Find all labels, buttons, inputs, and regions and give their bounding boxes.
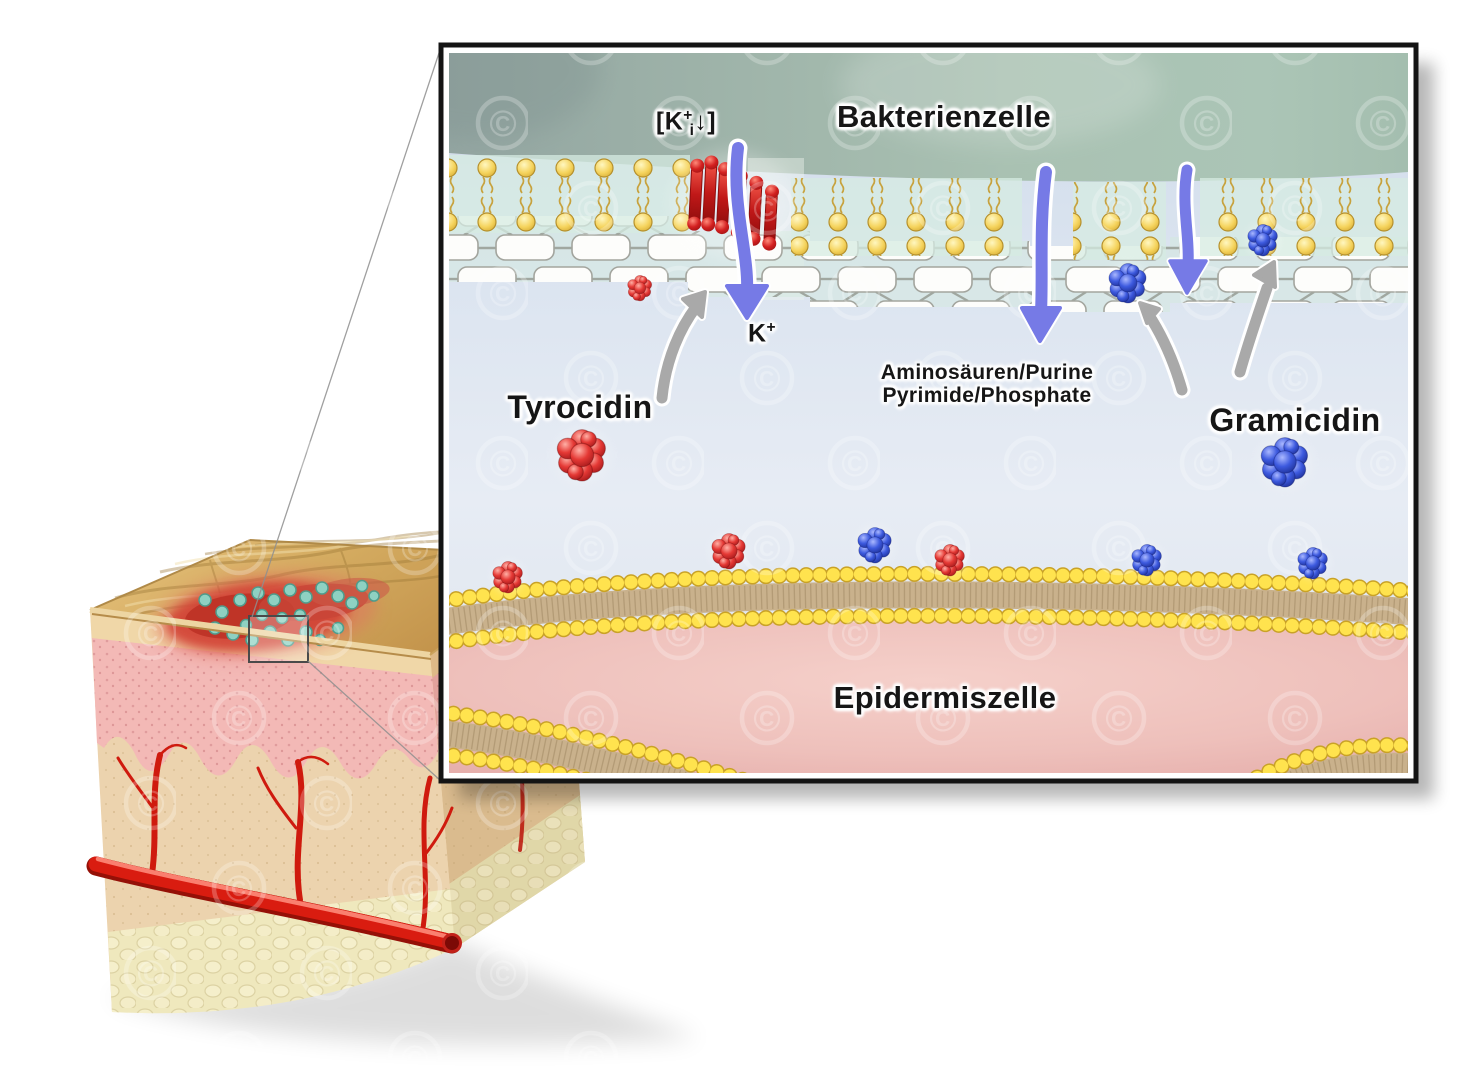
potassium-ion-label: K+	[748, 319, 776, 348]
tyrocidin-label: Tyrocidin	[507, 389, 653, 425]
gramicidin-insertion-arrow-right	[1231, 258, 1279, 381]
inset-overlays	[492, 138, 1329, 593]
potassium-concentration-label: [K+i↓]	[655, 107, 717, 140]
bacteria-cell-label: Bakterienzelle	[836, 99, 1052, 134]
watermark-overlay-inset	[449, 53, 1408, 773]
gramicidin-insertion-arrow-left	[1136, 299, 1191, 399]
metabolite-efflux-arrow	[1018, 162, 1064, 345]
epidermis-cell-label: Epidermiszelle	[833, 680, 1057, 715]
metabolite-label: Aminosäuren/Purine Pyrimide/Phosphate	[880, 361, 1094, 407]
potassium-efflux-arrow	[723, 138, 771, 322]
inset-panel	[438, 42, 1434, 799]
leak-efflux-arrow	[1166, 161, 1210, 297]
tyrocidin-insertion-arrow	[653, 288, 709, 407]
down-arrow-icon: ↓	[694, 107, 708, 136]
gramicidin-label: Gramicidin	[1209, 402, 1381, 438]
